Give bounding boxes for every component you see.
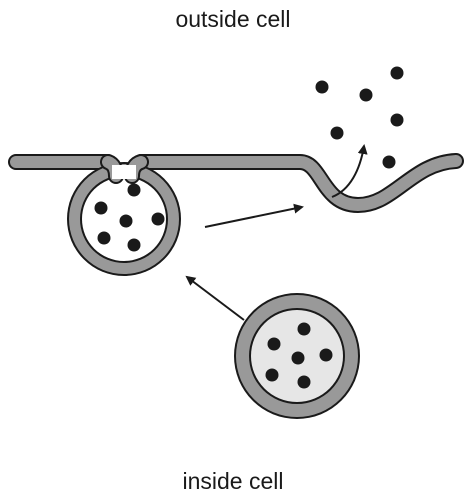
released-molecules bbox=[316, 67, 404, 169]
molecule bbox=[391, 114, 404, 127]
arrow-fusion bbox=[205, 207, 302, 227]
molecule bbox=[292, 352, 305, 365]
molecule bbox=[391, 67, 404, 80]
docking-vesicle bbox=[67, 162, 181, 276]
molecule bbox=[95, 202, 108, 215]
molecule bbox=[268, 338, 281, 351]
molecule bbox=[331, 127, 344, 140]
molecule bbox=[98, 232, 111, 245]
molecule bbox=[298, 376, 311, 389]
molecule bbox=[316, 81, 329, 94]
arrow-vesicle-to-membrane bbox=[187, 277, 244, 320]
molecule bbox=[320, 349, 333, 362]
molecule bbox=[298, 323, 311, 336]
molecule bbox=[128, 239, 141, 252]
molecule bbox=[120, 215, 133, 228]
molecule bbox=[383, 156, 396, 169]
membrane-right-segment bbox=[141, 161, 456, 205]
molecule bbox=[266, 369, 279, 382]
molecule bbox=[360, 89, 373, 102]
molecule bbox=[152, 213, 165, 226]
molecule bbox=[128, 184, 141, 197]
free-vesicle bbox=[234, 293, 360, 419]
